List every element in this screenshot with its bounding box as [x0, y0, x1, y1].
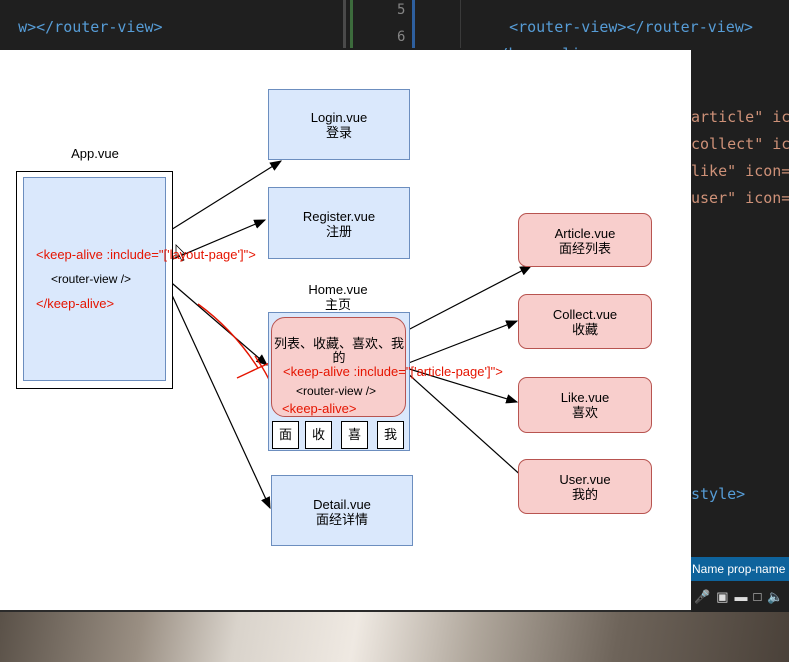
collect-vue-sub: 收藏: [571, 322, 598, 337]
user-vue-sub: 我的: [571, 487, 598, 502]
app-keep-alive-open: <keep-alive :include="['layout-page']">: [36, 247, 256, 262]
code-text: user" icon=: [691, 189, 789, 207]
register-vue-sub: 注册: [325, 224, 352, 239]
status-bar-text: Name prop-name: [692, 562, 786, 576]
tab-mian[interactable]: 面: [272, 421, 299, 449]
code-text: like" icon=: [691, 162, 789, 180]
collect-vue-name: Collect.vue: [552, 307, 618, 322]
code-snippet-user: user" icon=: [691, 189, 789, 207]
arrow-to-user: [405, 371, 535, 488]
app-router-view: <router-view />: [51, 272, 132, 286]
home-keep-alive-open: <keep-alive :include="['article-page']">: [283, 364, 503, 379]
article-vue-box[interactable]: Article.vue 面经列表: [518, 213, 652, 267]
pane-divider-green: [350, 0, 353, 48]
home-desc: 列表、收藏、喜欢、我的: [273, 336, 404, 365]
home-keep-alive-close: <keep-alive>: [282, 401, 357, 416]
home-vue-sub: 主页: [324, 297, 351, 312]
arrow-to-like: [405, 367, 519, 404]
window-bottom-edge: [0, 608, 691, 612]
code-text: style>: [691, 485, 746, 503]
detail-vue-sub: 面经详情: [315, 512, 368, 527]
home-router-box: [271, 317, 406, 417]
arrow-to-home: [165, 277, 268, 366]
tab-xi[interactable]: 喜: [341, 421, 368, 449]
like-vue-box[interactable]: Like.vue 喜欢: [518, 377, 652, 433]
detail-vue-box[interactable]: Detail.vue 面经详情: [271, 475, 413, 546]
arrow-to-register: [165, 219, 267, 263]
app-keep-alive-close: </keep-alive>: [36, 296, 115, 311]
like-vue-sub: 喜欢: [571, 405, 598, 420]
login-vue-name: Login.vue: [310, 110, 368, 125]
user-vue-name: User.vue: [559, 472, 611, 487]
home-vue-name: Home.vue: [308, 282, 368, 297]
register-vue-box[interactable]: Register.vue 注册: [268, 187, 410, 259]
code-text: collect" ic: [691, 135, 789, 153]
like-vue-name: Like.vue: [560, 390, 610, 405]
line-number: 6: [397, 29, 406, 45]
indent-guide: [460, 0, 461, 48]
microphone-icon[interactable]: 🎤: [694, 588, 711, 604]
code-snippet-article: article" ic: [691, 108, 789, 126]
network-icon[interactable]: □: [753, 589, 762, 604]
login-vue-box[interactable]: Login.vue 登录: [268, 89, 410, 160]
code-text: article" ic: [691, 108, 789, 126]
article-vue-name: Article.vue: [554, 226, 616, 241]
app-vue-inner: [23, 177, 166, 381]
status-bar[interactable]: Name prop-name: [688, 557, 789, 581]
tab-wo[interactable]: 我: [377, 421, 404, 449]
mouse-cursor-icon: [175, 244, 186, 262]
code-text: <router-view></router-view>: [509, 18, 753, 36]
diagram-canvas: App.vue <keep-alive :include="['layout-p…: [0, 50, 691, 610]
background-photo: [0, 612, 789, 662]
arrow-to-collect: [405, 320, 519, 365]
line-number: 5: [397, 2, 406, 18]
login-vue-sub: 登录: [325, 125, 352, 140]
tab-shou[interactable]: 收: [305, 421, 332, 449]
arrow-to-login: [165, 160, 283, 234]
code-line-left: w></router-view>: [0, 0, 163, 36]
code-text: w></router-view>: [18, 18, 163, 36]
arrow-to-article: [405, 265, 533, 332]
code-snippet-collect: collect" ic: [691, 135, 789, 153]
home-router-view: <router-view />: [296, 384, 377, 398]
register-vue-name: Register.vue: [302, 209, 376, 224]
pane-divider: [343, 0, 346, 48]
detail-vue-name: Detail.vue: [313, 497, 371, 512]
system-tray: 🎤 ▣ ▬ □ 🔈: [688, 581, 789, 612]
battery-icon[interactable]: ▬: [734, 589, 748, 604]
article-vue-sub: 面经列表: [558, 241, 611, 256]
collect-vue-box[interactable]: Collect.vue 收藏: [518, 294, 652, 349]
home-vue-title: Home.vue 主页: [298, 282, 378, 312]
arrow-to-detail: [165, 281, 271, 510]
code-snippet-like: like" icon=: [691, 162, 789, 180]
screen-icon[interactable]: ▣: [716, 588, 729, 604]
code-line-5: <router-view></router-view>: [491, 0, 753, 36]
app-vue-title: App.vue: [71, 146, 119, 161]
code-style-tag: style>: [691, 485, 745, 503]
indent-guide: [412, 0, 415, 48]
user-vue-box[interactable]: User.vue 我的: [518, 459, 652, 514]
volume-icon[interactable]: 🔈: [767, 588, 784, 604]
